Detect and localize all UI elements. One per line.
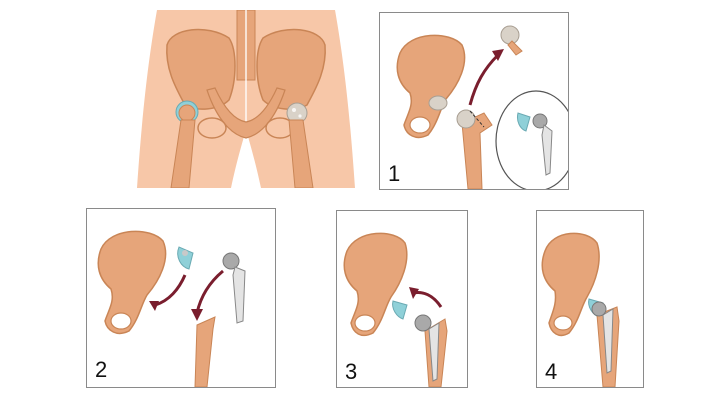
hero-pelvis-illustration	[137, 10, 355, 188]
ilium-side	[541, 232, 600, 337]
placed-acetabular-cup	[392, 300, 408, 320]
cup-insertion-arrow	[154, 274, 187, 307]
ball-head	[591, 301, 607, 317]
step-3-panel: 3	[336, 210, 468, 388]
step-1-illustration	[396, 25, 568, 189]
cut-line	[469, 110, 485, 128]
step-1-number: 1	[388, 161, 401, 186]
removed-femoral-head	[500, 25, 520, 45]
ball-head	[414, 314, 432, 332]
ilium-side	[343, 232, 408, 337]
step-1-panel: 1	[379, 12, 569, 190]
ball-head	[222, 252, 240, 270]
step-2-panel: 2	[86, 208, 276, 388]
left-obturator	[197, 117, 227, 139]
femoral-stem	[428, 322, 440, 382]
ilium-side	[97, 230, 167, 335]
ilium-side	[396, 34, 466, 139]
femur	[461, 112, 493, 189]
pelvic-ring	[206, 87, 286, 139]
step-3-illustration	[343, 232, 448, 387]
pelvis-front-view	[137, 10, 355, 188]
damaged-femoral-head	[456, 109, 476, 129]
left-femur	[170, 119, 196, 188]
removal-arrow	[468, 53, 500, 106]
step-2-illustration	[97, 230, 246, 387]
damaged-socket	[428, 95, 448, 111]
implant-callout	[495, 90, 568, 189]
left-ilium	[166, 28, 236, 110]
acetabular-cup	[177, 246, 194, 270]
right-femur	[288, 119, 314, 188]
acetabular-cup	[517, 112, 531, 132]
stem-insertion-arrow	[195, 269, 224, 314]
femoral-stem	[602, 308, 614, 374]
ball-arrow	[412, 291, 443, 308]
left-femoral-head	[178, 104, 196, 122]
prepared-femur	[194, 316, 216, 387]
femoral-stem	[232, 266, 246, 324]
step-4-illustration	[541, 232, 620, 387]
step-4-number: 4	[545, 359, 558, 384]
step-3-number: 3	[345, 359, 358, 384]
ball-head	[532, 113, 548, 129]
femoral-stem	[541, 124, 553, 176]
right-ilium	[256, 28, 326, 110]
step-2-number: 2	[95, 357, 108, 382]
step-4-panel: 4	[536, 210, 644, 388]
